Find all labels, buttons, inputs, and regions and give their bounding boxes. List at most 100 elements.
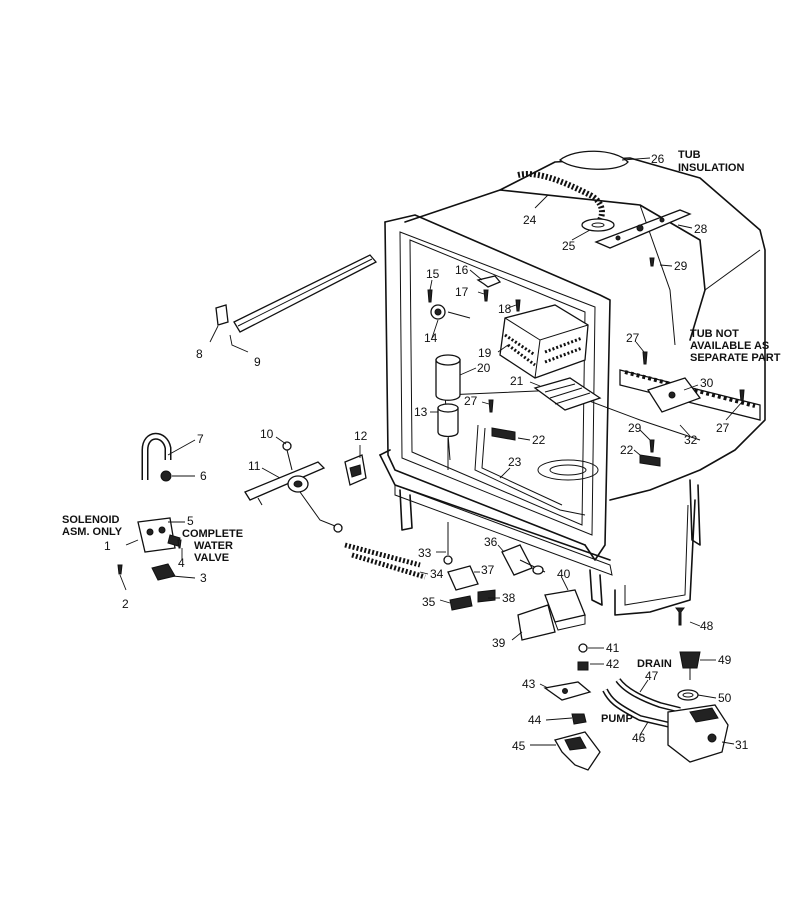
left-loose-parts bbox=[117, 254, 378, 581]
callout-10: 10 bbox=[260, 427, 274, 441]
cover-plate bbox=[517, 604, 556, 641]
callout-5: 5 bbox=[187, 514, 194, 528]
callout-34: 34 bbox=[430, 567, 444, 581]
caption-tub-note-line1: TUB NOT bbox=[690, 328, 739, 340]
callout-45: 45 bbox=[512, 739, 526, 753]
callout-24: 24 bbox=[523, 213, 537, 227]
fill-funnel bbox=[437, 407, 459, 438]
callout-4: 4 bbox=[178, 556, 185, 570]
callout-41: 41 bbox=[606, 641, 620, 655]
caption-tub-insulation-line2: INSULATION bbox=[678, 162, 744, 174]
captions: TUB INSULATION TUB NOT AVAILABLE AS SEPA… bbox=[62, 149, 781, 725]
callout-6: 6 bbox=[200, 469, 207, 483]
clip-left bbox=[491, 427, 516, 441]
callout-27a: 27 bbox=[464, 394, 478, 408]
caption-valve-line2: WATER bbox=[194, 540, 233, 552]
callout-11: 11 bbox=[248, 459, 261, 473]
caption-valve-line1: COMPLETE bbox=[182, 528, 243, 540]
callout-12: 12 bbox=[354, 429, 368, 443]
tub-assembly bbox=[379, 150, 766, 616]
callout-14: 14 bbox=[424, 331, 438, 345]
callout-30: 30 bbox=[700, 376, 714, 390]
heater-element bbox=[344, 542, 421, 568]
small-bracket bbox=[476, 275, 502, 288]
callout-9: 9 bbox=[254, 355, 261, 369]
callout-13: 13 bbox=[414, 405, 428, 419]
caption-pump: PUMP bbox=[601, 713, 633, 725]
callout-16: 16 bbox=[455, 263, 469, 277]
callout-27c: 27 bbox=[716, 421, 730, 435]
callout-40: 40 bbox=[557, 567, 571, 581]
caption-tub-note-line2: AVAILABLE AS bbox=[690, 340, 769, 352]
callout-2: 2 bbox=[122, 597, 129, 611]
callout-38: 38 bbox=[502, 591, 516, 605]
gasket-clip bbox=[215, 304, 229, 326]
callout-1: 1 bbox=[104, 539, 111, 553]
callout-25: 25 bbox=[562, 239, 576, 253]
callout-46: 46 bbox=[632, 731, 646, 745]
valve-bracket bbox=[151, 563, 176, 581]
callout-29b: 29 bbox=[628, 421, 642, 435]
callout-31: 31 bbox=[735, 738, 749, 752]
thermostat bbox=[449, 595, 473, 611]
callout-15: 15 bbox=[426, 267, 440, 281]
caption-tub-insulation-line1: TUB bbox=[678, 149, 701, 161]
vent-grommet bbox=[581, 218, 615, 232]
front-components bbox=[427, 275, 761, 470]
callout-37: 37 bbox=[481, 563, 495, 577]
callout-39: 39 bbox=[492, 636, 506, 650]
callout-36: 36 bbox=[484, 535, 498, 549]
detergent-module bbox=[499, 304, 589, 379]
caption-solenoid-line1: SOLENOID bbox=[62, 514, 120, 526]
callout-33: 33 bbox=[418, 546, 432, 560]
cylinder bbox=[435, 359, 461, 401]
mounting-bracket bbox=[244, 461, 326, 501]
top-parts bbox=[517, 171, 692, 267]
water-valve bbox=[137, 517, 176, 553]
callout-17: 17 bbox=[455, 285, 469, 299]
callout-48: 48 bbox=[700, 619, 714, 633]
caption-drain: DRAIN bbox=[637, 658, 672, 670]
callout-18: 18 bbox=[498, 302, 512, 316]
drain-valve bbox=[501, 544, 533, 576]
vent-hose bbox=[517, 171, 605, 222]
callout-29a: 29 bbox=[674, 259, 688, 273]
lower-parts bbox=[344, 522, 586, 641]
callout-27b: 27 bbox=[626, 331, 640, 345]
clip-right bbox=[639, 454, 661, 467]
callout-numbers: 1 2 3 4 5 6 7 8 9 10 11 12 13 14 15 16 1… bbox=[104, 152, 749, 753]
callout-35: 35 bbox=[422, 595, 436, 609]
pump-hose bbox=[615, 678, 681, 713]
callout-43: 43 bbox=[522, 677, 536, 691]
hose-clamp bbox=[160, 470, 172, 482]
callout-8: 8 bbox=[196, 347, 203, 361]
callout-21: 21 bbox=[510, 374, 524, 388]
callout-42: 42 bbox=[606, 657, 620, 671]
callout-20: 20 bbox=[477, 361, 491, 375]
callout-32: 32 bbox=[684, 433, 698, 447]
callout-26: 26 bbox=[651, 152, 665, 166]
callout-19: 19 bbox=[478, 346, 492, 360]
callout-50: 50 bbox=[718, 691, 732, 705]
caption-tub-note-line3: SEPARATE PART bbox=[690, 352, 781, 364]
nut bbox=[571, 713, 587, 725]
callout-22a: 22 bbox=[532, 433, 546, 447]
mounting-block bbox=[447, 565, 479, 591]
callout-47: 47 bbox=[645, 669, 659, 683]
callout-22b: 22 bbox=[620, 443, 634, 457]
callout-23: 23 bbox=[508, 455, 522, 469]
check-valve bbox=[679, 651, 701, 669]
caption-valve-line3: VALVE bbox=[194, 552, 229, 564]
callout-7: 7 bbox=[197, 432, 204, 446]
caption-solenoid-line2: ASM. ONLY bbox=[62, 526, 123, 538]
o-ring bbox=[677, 689, 699, 701]
callout-49: 49 bbox=[718, 653, 732, 667]
tub-insulation bbox=[558, 150, 629, 170]
pump-group bbox=[543, 607, 729, 771]
callout-44: 44 bbox=[528, 713, 542, 727]
callout-3: 3 bbox=[200, 571, 207, 585]
callout-28: 28 bbox=[694, 222, 708, 236]
rack-support bbox=[533, 377, 602, 411]
leader-lines bbox=[119, 157, 743, 746]
